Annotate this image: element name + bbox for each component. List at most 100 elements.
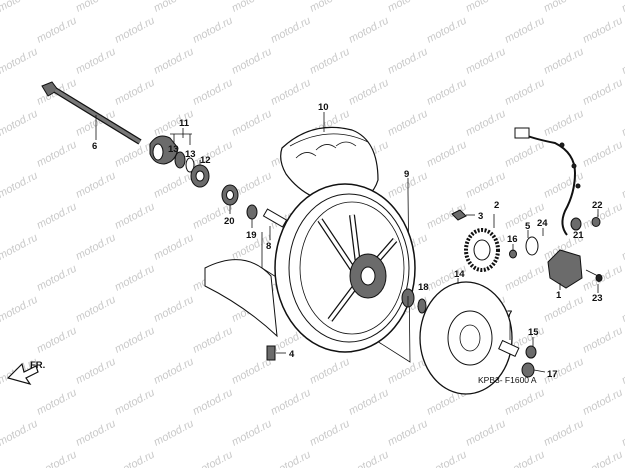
watermark-text: motod.ru xyxy=(503,77,547,108)
watermark-text: motod.ru xyxy=(464,46,508,77)
watermark-text: motod.ru xyxy=(0,170,40,201)
callout-20: 20 xyxy=(224,216,235,227)
watermark-text: motod.ru xyxy=(230,0,274,15)
watermark-text: motod.ru xyxy=(620,108,625,139)
callout-17: 17 xyxy=(547,369,558,380)
watermark-text: motod.ru xyxy=(620,0,625,15)
watermark-text: motod.ru xyxy=(113,77,157,108)
watermark-text: motod.ru xyxy=(581,387,625,418)
watermark-text: motod.ru xyxy=(35,15,79,46)
watermark-text: motod.ru xyxy=(308,0,352,15)
callout-13b: 13 xyxy=(185,149,196,160)
watermark-text: motod.ru xyxy=(35,263,79,294)
watermark-text: motod.ru xyxy=(503,449,547,468)
watermark-text: motod.ru xyxy=(113,449,157,468)
watermark-text: motod.ru xyxy=(191,15,235,46)
callout-13a: 13 xyxy=(168,144,179,155)
watermark-text: motod.ru xyxy=(503,263,547,294)
callout-4: 4 xyxy=(289,349,295,360)
watermark-text: motod.ru xyxy=(152,294,196,325)
mudguard-fragment xyxy=(204,259,278,338)
watermark-text: motod.ru xyxy=(191,387,235,418)
watermark-text: motod.ru xyxy=(191,325,235,356)
callout-16: 16 xyxy=(507,234,518,245)
watermark-text: motod.ru xyxy=(0,387,1,418)
watermark-text: motod.ru xyxy=(191,449,235,468)
callout-11: 11 xyxy=(179,118,190,129)
watermark-text: motod.ru xyxy=(113,201,157,232)
watermark-text: motod.ru xyxy=(269,15,313,46)
watermark-text: motod.ru xyxy=(425,15,469,46)
watermark-text: motod.ru xyxy=(230,46,274,77)
watermark-text: motod.ru xyxy=(581,15,625,46)
watermark-text: motod.ru xyxy=(113,15,157,46)
watermark-text: motod.ru xyxy=(152,232,196,263)
watermark-text: motod.ru xyxy=(113,263,157,294)
watermark-text: motod.ru xyxy=(0,294,40,325)
watermark-text: motod.ru xyxy=(35,325,79,356)
watermark-text: motod.ru xyxy=(74,170,118,201)
callout-14: 14 xyxy=(454,269,465,280)
callout-19: 19 xyxy=(246,230,257,241)
watermark-text: motod.ru xyxy=(386,108,430,139)
watermark-text: motod.ru xyxy=(620,170,625,201)
watermark-text: motod.ru xyxy=(464,0,508,15)
callout-18: 18 xyxy=(418,282,429,293)
callout-6: 6 xyxy=(92,141,97,152)
watermark-text: motod.ru xyxy=(308,46,352,77)
watermark-text: motod.ru xyxy=(74,418,118,449)
watermark-text: motod.ru xyxy=(230,418,274,449)
callout-15: 15 xyxy=(528,327,539,338)
watermark-text: motod.ru xyxy=(425,77,469,108)
watermark-text: motod.ru xyxy=(269,387,313,418)
bearings-spacer xyxy=(221,184,427,314)
watermark-text: motod.ru xyxy=(503,15,547,46)
watermark-text: motod.ru xyxy=(581,263,625,294)
wheel-speed-sensor xyxy=(509,127,603,293)
watermark-text: motod.ru xyxy=(542,108,586,139)
callout-1: 1 xyxy=(556,290,562,301)
watermark-text: motod.ru xyxy=(0,108,40,139)
watermark-text: motod.ru xyxy=(542,46,586,77)
watermark-text: motod.ru xyxy=(503,387,547,418)
watermark-text: motod.ru xyxy=(386,0,430,15)
watermark-text: motod.ru xyxy=(74,46,118,77)
watermark-text: motod.ru xyxy=(0,325,1,356)
watermark-text: motod.ru xyxy=(35,139,79,170)
watermark-text: motod.ru xyxy=(581,77,625,108)
watermark-text: motod.ru xyxy=(0,77,1,108)
watermark-text: motod.ru xyxy=(581,449,625,468)
watermark-text: motod.ru xyxy=(152,46,196,77)
watermark-text: motod.ru xyxy=(464,418,508,449)
watermark-text: motod.ru xyxy=(0,139,1,170)
callout-3: 3 xyxy=(478,211,483,222)
watermark-text: motod.ru xyxy=(35,201,79,232)
front-axle xyxy=(41,81,142,145)
callout-7: 7 xyxy=(507,309,512,320)
diagram-code: KPB3- F1600 A xyxy=(478,375,537,385)
watermark-text: motod.ru xyxy=(347,387,391,418)
watermark-text: motod.ru xyxy=(542,294,586,325)
callout-labels: 1 2 3 4 5 6 7 8 9 10 11 12 13 13 14 15 1… xyxy=(92,102,603,380)
watermark-text: motod.ru xyxy=(269,77,313,108)
watermark-text: motod.ru xyxy=(152,356,196,387)
watermark-text: motod.ru xyxy=(0,201,1,232)
callout-8: 8 xyxy=(266,241,271,252)
watermark-text: motod.ru xyxy=(308,356,352,387)
watermark-text: motod.ru xyxy=(0,0,40,15)
watermark-text: motod.ru xyxy=(386,46,430,77)
watermark-text: motod.ru xyxy=(386,418,430,449)
watermark-text: motod.ru xyxy=(113,325,157,356)
watermark-text: motod.ru xyxy=(620,418,625,449)
brake-disc xyxy=(419,278,513,395)
watermark-text: motod.ru xyxy=(74,294,118,325)
watermark-text: motod.ru xyxy=(152,0,196,15)
watermark-text: motod.ru xyxy=(74,356,118,387)
callout-12: 12 xyxy=(200,155,211,166)
watermark-text: motod.ru xyxy=(581,139,625,170)
callout-24: 24 xyxy=(537,218,548,229)
watermark-text: motod.ru xyxy=(74,232,118,263)
valve-stem xyxy=(266,345,286,361)
watermark-text: motod.ru xyxy=(308,418,352,449)
